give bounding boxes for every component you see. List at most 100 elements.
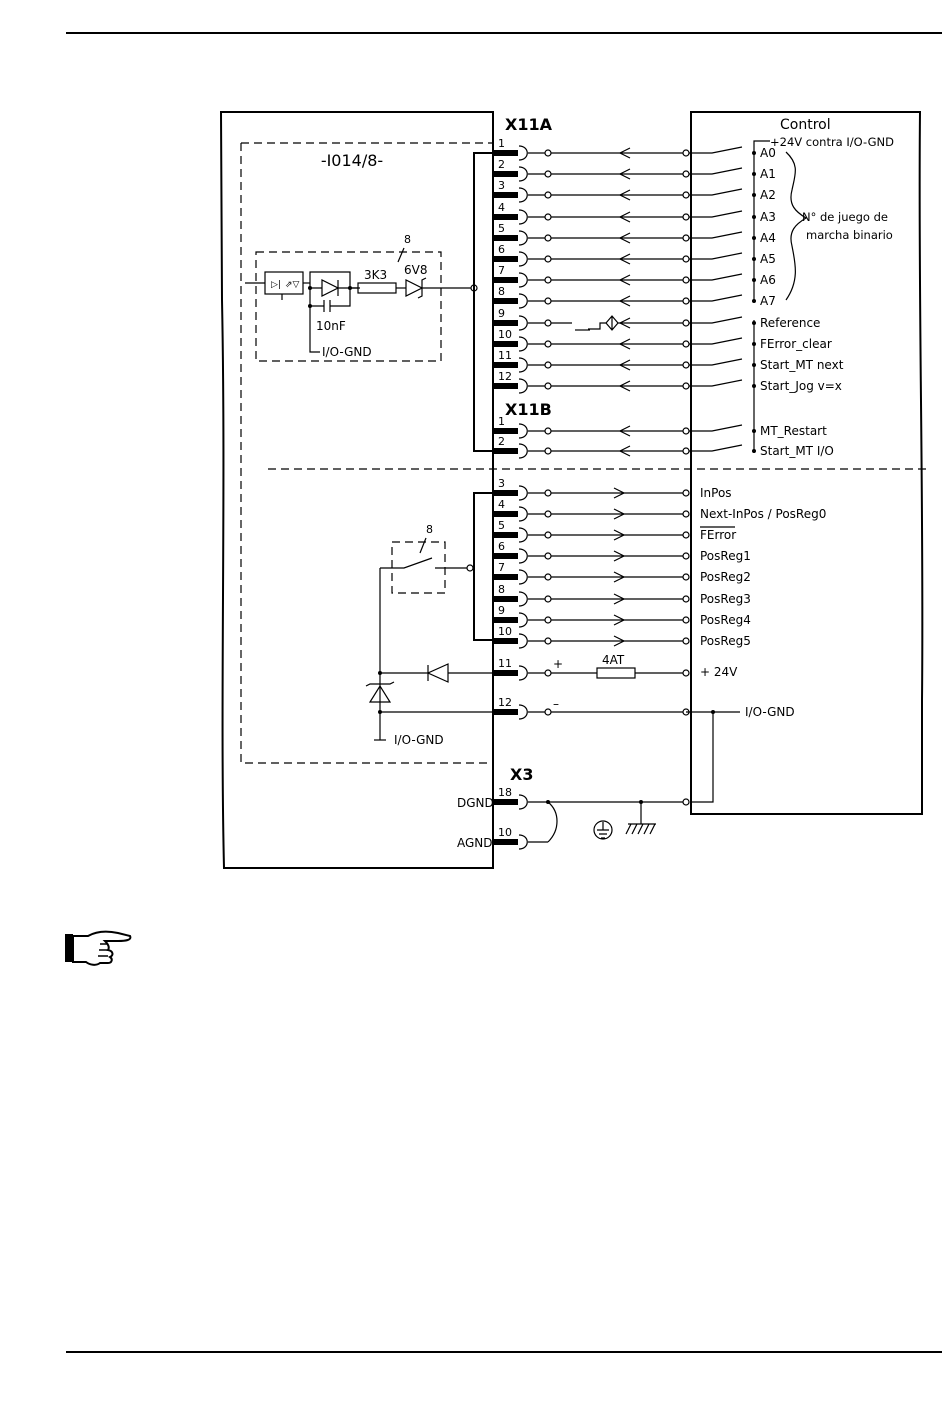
socket-icon xyxy=(518,293,528,309)
x11b-header: X11B xyxy=(505,400,552,419)
direction-arrow xyxy=(613,487,626,499)
output-relay-number: 8 xyxy=(426,523,433,536)
signal-label: Start_MT next xyxy=(760,358,844,372)
socket-icon xyxy=(518,209,528,225)
socket-icon xyxy=(518,378,528,394)
module-frame xyxy=(240,142,493,764)
direction-arrow xyxy=(613,550,626,562)
input-bus-a xyxy=(473,152,492,452)
signal-label: A3 xyxy=(760,210,776,224)
socket-icon xyxy=(518,527,528,543)
signal-label: Reference xyxy=(760,316,820,330)
pin-number: 9 xyxy=(498,604,505,617)
pointing-hand-icon xyxy=(65,930,132,966)
pin-number: 2 xyxy=(498,435,505,448)
pin-number: 10 xyxy=(498,625,512,638)
direction-arrow xyxy=(613,614,626,626)
output-gnd-label: I/O-GND xyxy=(394,733,444,747)
signal-label: A6 xyxy=(760,273,776,287)
plus24-label: + 24V xyxy=(700,665,738,679)
signal-label: A7 xyxy=(760,294,776,308)
input-row: 2A1 xyxy=(493,158,776,182)
input-row: 4A3 xyxy=(493,201,776,225)
socket-icon xyxy=(518,357,528,373)
pin-number: 10 xyxy=(498,826,512,839)
brace-label-2: marcha binario xyxy=(806,228,893,242)
direction-arrow xyxy=(618,232,631,244)
zener-label: 6V8 xyxy=(404,263,427,277)
relay-contact xyxy=(380,557,470,569)
signal-label: PosReg1 xyxy=(700,549,751,563)
input-switch xyxy=(689,294,743,302)
input-row: 8A7 xyxy=(493,285,776,309)
proximity-sensor-icon xyxy=(551,315,686,331)
signal-label: PosReg2 xyxy=(700,570,751,584)
direction-arrow xyxy=(618,211,631,223)
signal-label: Start_Jog v=x xyxy=(760,379,842,393)
pin-number: 6 xyxy=(498,540,505,553)
input-switch xyxy=(689,167,743,175)
control-gnd-label: I/O-GND xyxy=(745,705,795,719)
direction-arrow xyxy=(618,189,631,201)
svg-text:⇗▽: ⇗▽ xyxy=(285,280,300,290)
agnd-label: AGND xyxy=(457,836,493,850)
socket-icon xyxy=(518,336,528,352)
minus-sign: – xyxy=(553,697,559,711)
input-switch xyxy=(689,231,743,239)
socket-icon xyxy=(518,166,528,182)
module-title: -I014/8- xyxy=(321,151,383,170)
capacitor-label: 10nF xyxy=(316,319,346,333)
input-row: 1A0 xyxy=(493,137,776,161)
input-switch xyxy=(689,358,743,366)
pin-number: 2 xyxy=(498,158,505,171)
direction-arrow xyxy=(618,168,631,180)
signal-label: Next-InPos / PosReg0 xyxy=(700,507,826,521)
direction-arrow xyxy=(613,508,626,520)
socket-icon xyxy=(518,569,528,585)
brace xyxy=(785,151,808,301)
socket-icon xyxy=(518,548,528,564)
signal-label: FError xyxy=(700,528,736,542)
control-title: Control xyxy=(780,117,831,133)
input-switch xyxy=(689,273,743,281)
control-supply-label: +24V contra I/O-GND xyxy=(770,135,894,149)
pin-number: 10 xyxy=(498,328,512,341)
signal-label: PosReg3 xyxy=(700,592,751,606)
control-box xyxy=(690,111,924,815)
fuse-label: 4AT xyxy=(602,653,625,667)
clamp-zener-icon xyxy=(365,681,395,703)
diode-icon xyxy=(321,279,340,297)
input-switch xyxy=(689,379,743,387)
input-circuit-box xyxy=(255,251,442,362)
signal-label: MT_Restart xyxy=(760,424,827,438)
socket-icon xyxy=(518,506,528,522)
signal-label: A0 xyxy=(760,146,776,160)
direction-arrow xyxy=(613,635,626,647)
socket-icon xyxy=(518,665,528,681)
input-switch xyxy=(689,188,743,196)
input-switch xyxy=(689,210,743,218)
input-switch xyxy=(689,252,743,260)
chassis-ground-icon xyxy=(625,802,656,835)
direction-arrow xyxy=(618,253,631,265)
resistor-icon xyxy=(357,282,397,294)
output-bus xyxy=(473,492,492,641)
pin-number: 4 xyxy=(498,201,505,214)
x3-header: X3 xyxy=(510,765,533,784)
pin-number: 3 xyxy=(498,477,505,490)
input-row: 6A5 xyxy=(493,243,776,267)
direction-arrow xyxy=(618,274,631,286)
direction-arrow xyxy=(618,359,631,371)
input-row: 7A6 xyxy=(493,264,776,288)
socket-icon xyxy=(518,272,528,288)
signal-label: A1 xyxy=(760,167,776,181)
x11a-header: X11A xyxy=(505,115,553,134)
